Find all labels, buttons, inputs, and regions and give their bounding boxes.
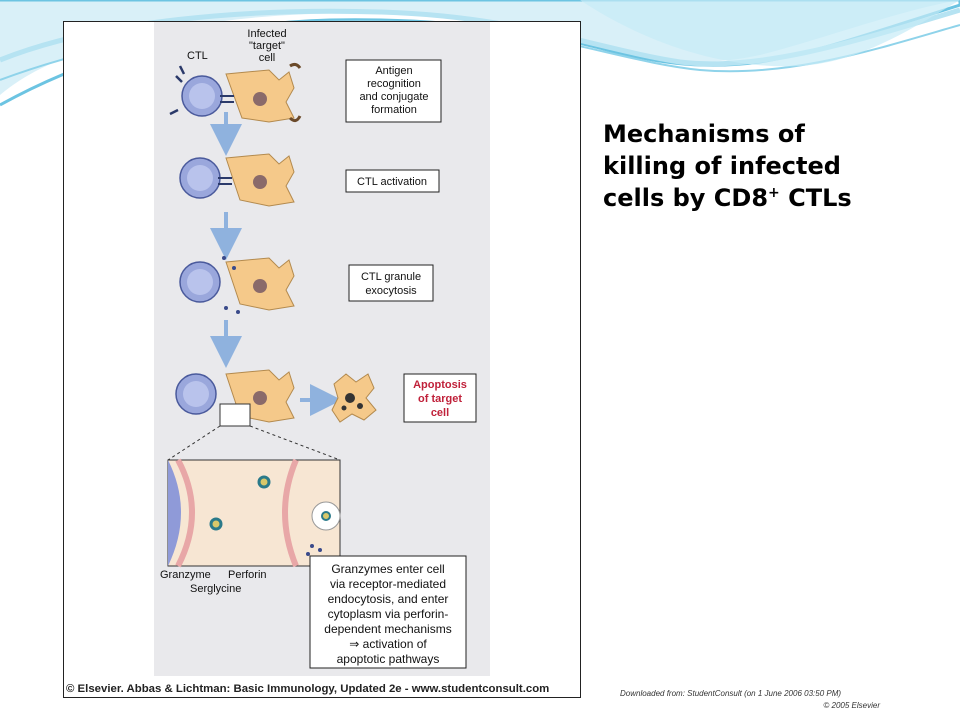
source-copyright: © 2005 Elsevier <box>823 701 880 710</box>
source-note: Downloaded from: StudentConsult (on 1 Ju… <box>620 688 880 712</box>
conjugate-row-2 <box>179 153 295 207</box>
mechanism-line-2: via receptor-mediated <box>330 577 446 591</box>
title-line-3-suffix: CTLs <box>779 184 852 212</box>
figure-caption: © Elsevier. Abbas & Lichtman: Basic Immu… <box>66 683 550 695</box>
conjugate-row-1 <box>169 62 302 123</box>
step1-line-3: and conjugate <box>359 91 428 103</box>
step4-box <box>403 373 477 423</box>
serglycine-label: Serglycine <box>190 583 241 595</box>
infected-label-2: "target" <box>249 40 285 52</box>
figure: CTL Infected "target" cell Antigen recog… <box>63 21 581 698</box>
mechanism-box <box>309 555 467 669</box>
step2-box <box>345 169 440 193</box>
title-line-2: killing of infected <box>603 152 841 180</box>
mechanism-line-5: dependent mechanisms <box>324 622 451 636</box>
title-line-3-prefix: cells by CD8 <box>603 184 769 212</box>
title-line-1: Mechanisms of <box>603 120 805 148</box>
perforin-label: Perforin <box>228 569 267 581</box>
zoom-line-right <box>249 425 341 461</box>
step4-line-1: Apoptosis <box>413 379 467 391</box>
step1-box <box>345 59 442 123</box>
conjugate-row-4 <box>175 369 295 427</box>
mechanism-line-4: cytoplasm via perforin- <box>328 607 449 621</box>
step1-line-4: formation <box>371 104 417 116</box>
step3-box <box>348 264 434 302</box>
conjugate-row-3 <box>179 256 295 314</box>
title-superscript: + <box>768 185 780 201</box>
step3-line-1: CTL granule <box>361 271 421 283</box>
title-line-3: cells by CD8+ CTLs <box>603 182 903 214</box>
step3-line-2: exocytosis <box>365 285 417 297</box>
zoom-line-left <box>167 425 221 461</box>
mechanism-line-1: Granzymes enter cell <box>331 562 444 576</box>
step2-line-1: CTL activation <box>357 176 427 188</box>
infected-label-3: cell <box>259 52 276 64</box>
zoom-panel <box>167 458 341 568</box>
figure-diagram: CTL Infected "target" cell Antigen recog… <box>160 28 477 669</box>
mechanism-line-7: apoptotic pathways <box>337 652 440 666</box>
ctl-label: CTL <box>187 50 208 62</box>
slide-title: Mechanisms of killing of infected cells … <box>603 118 903 214</box>
source-downloaded: Downloaded from: StudentConsult (on 1 Ju… <box>620 689 842 698</box>
infected-label-1: Infected <box>247 28 286 40</box>
step4-line-3: cell <box>431 407 449 419</box>
step1-line-2: recognition <box>367 78 421 90</box>
mechanism-line-3: endocytosis, and enter <box>328 592 449 606</box>
granzyme-label: Granzyme <box>160 569 211 581</box>
step1-line-1: Antigen <box>375 65 412 77</box>
mechanism-line-6: ⇒ activation of <box>349 637 427 651</box>
step4-line-2: of target <box>418 393 462 405</box>
